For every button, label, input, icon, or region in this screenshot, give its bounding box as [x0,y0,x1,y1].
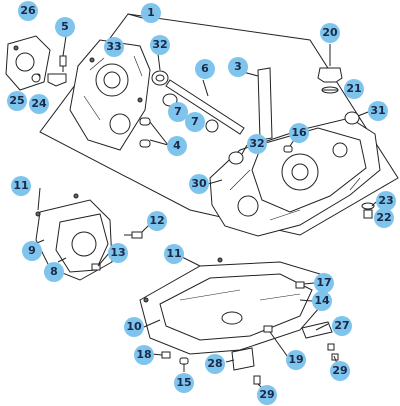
callout-32b[interactable]: 32 [247,134,267,154]
callout-9[interactable]: 9 [22,241,42,261]
oil-seal-right [344,111,360,125]
callout-15[interactable]: 15 [174,373,194,393]
callout-10[interactable]: 10 [124,317,144,337]
callout-28[interactable]: 28 [205,354,225,374]
callout-11b[interactable]: 11 [164,244,184,264]
callout-29b[interactable]: 29 [257,385,277,405]
callout-27[interactable]: 27 [332,316,352,336]
callout-32a[interactable]: 32 [150,35,170,55]
callout-1[interactable]: 1 [141,3,161,23]
callout-6[interactable]: 6 [195,59,215,79]
oil-seal-lower [228,151,244,165]
callout-33[interactable]: 33 [104,37,124,57]
guide-plate [257,67,273,141]
callout-20[interactable]: 20 [320,23,340,43]
callout-21[interactable]: 21 [344,79,364,99]
callout-4[interactable]: 4 [167,136,187,156]
bolt-19 [263,325,273,333]
gasket-plate [5,35,51,91]
left-crankcase-half [69,39,151,151]
callout-12[interactable]: 12 [147,211,167,231]
callout-3[interactable]: 3 [228,57,248,77]
callout-22[interactable]: 22 [374,208,394,228]
dowel-16 [283,145,293,153]
dowel-pins [139,117,151,148]
callout-23[interactable]: 23 [376,191,396,211]
callout-13[interactable]: 13 [108,243,128,263]
callout-14[interactable]: 14 [312,291,332,311]
drain-bolt [361,202,375,219]
shaft [165,79,245,135]
bolt [59,55,67,72]
callout-18[interactable]: 18 [134,345,154,365]
callout-5[interactable]: 5 [55,17,75,37]
callout-31[interactable]: 31 [368,101,388,121]
bracket-28 [231,347,255,371]
callout-29a[interactable]: 29 [330,361,350,381]
bolts-29 [253,343,339,385]
callout-8[interactable]: 8 [44,262,64,282]
filler-cap [317,67,343,94]
bolt-18 [161,351,171,359]
callout-11a[interactable]: 11 [11,176,31,196]
callout-7b[interactable]: 7 [185,112,205,132]
dowel-15 [179,357,189,365]
side-cover-small [35,193,113,281]
callout-16[interactable]: 16 [289,123,309,143]
transmission-cover [139,257,327,355]
bolt-12 [124,231,143,239]
callout-30[interactable]: 30 [189,174,209,194]
callout-17[interactable]: 17 [314,273,334,293]
bracket [31,73,67,87]
oil-seal [151,70,169,86]
callout-7a[interactable]: 7 [168,102,188,122]
callout-26[interactable]: 26 [18,1,38,21]
bolt-17 [295,281,305,289]
callout-24[interactable]: 24 [29,94,49,114]
bolt-13 [91,263,101,271]
callout-19[interactable]: 19 [286,350,306,370]
callout-25[interactable]: 25 [7,91,27,111]
